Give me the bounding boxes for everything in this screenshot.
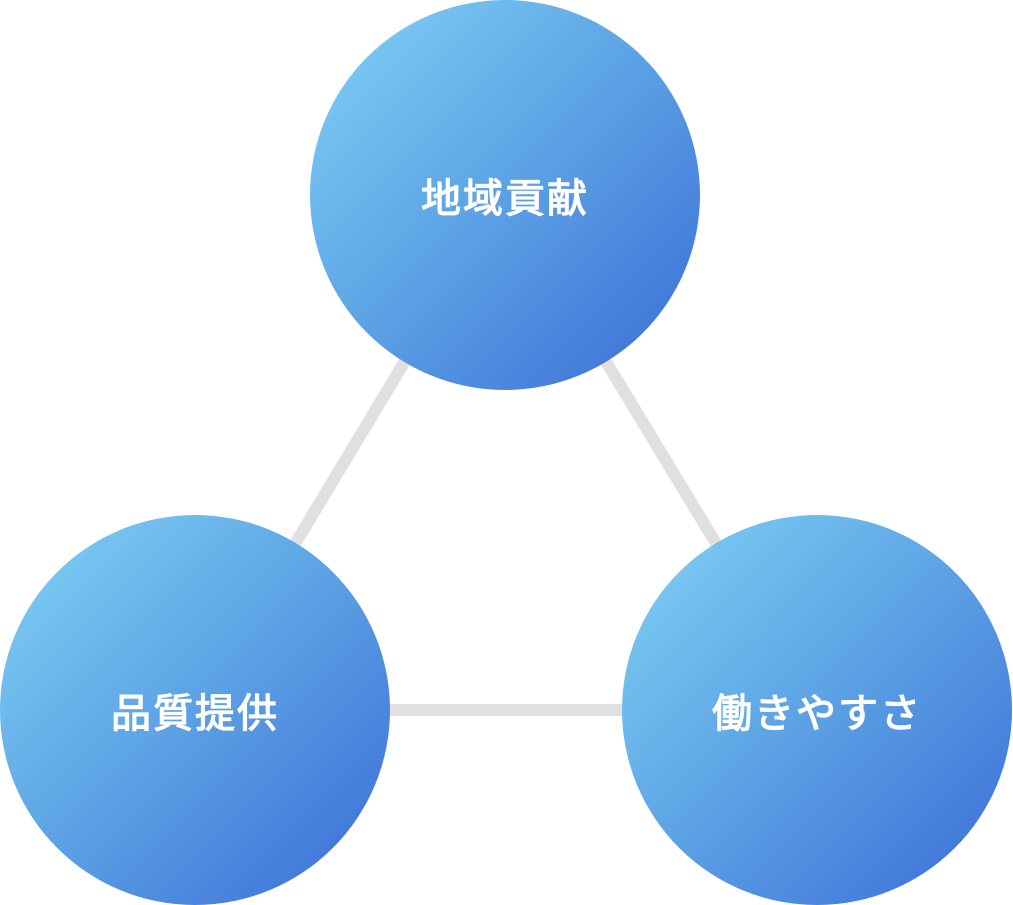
node-quality-provision: 品質提供 [0, 515, 390, 905]
node-label: 働きやすさ [712, 691, 922, 737]
node-work-comfort: 働きやすさ [622, 515, 1012, 905]
node-community-contribution: 地域貢献 [310, 0, 700, 390]
node-label: 地域貢献 [421, 176, 589, 222]
node-label: 品質提供 [111, 691, 279, 737]
